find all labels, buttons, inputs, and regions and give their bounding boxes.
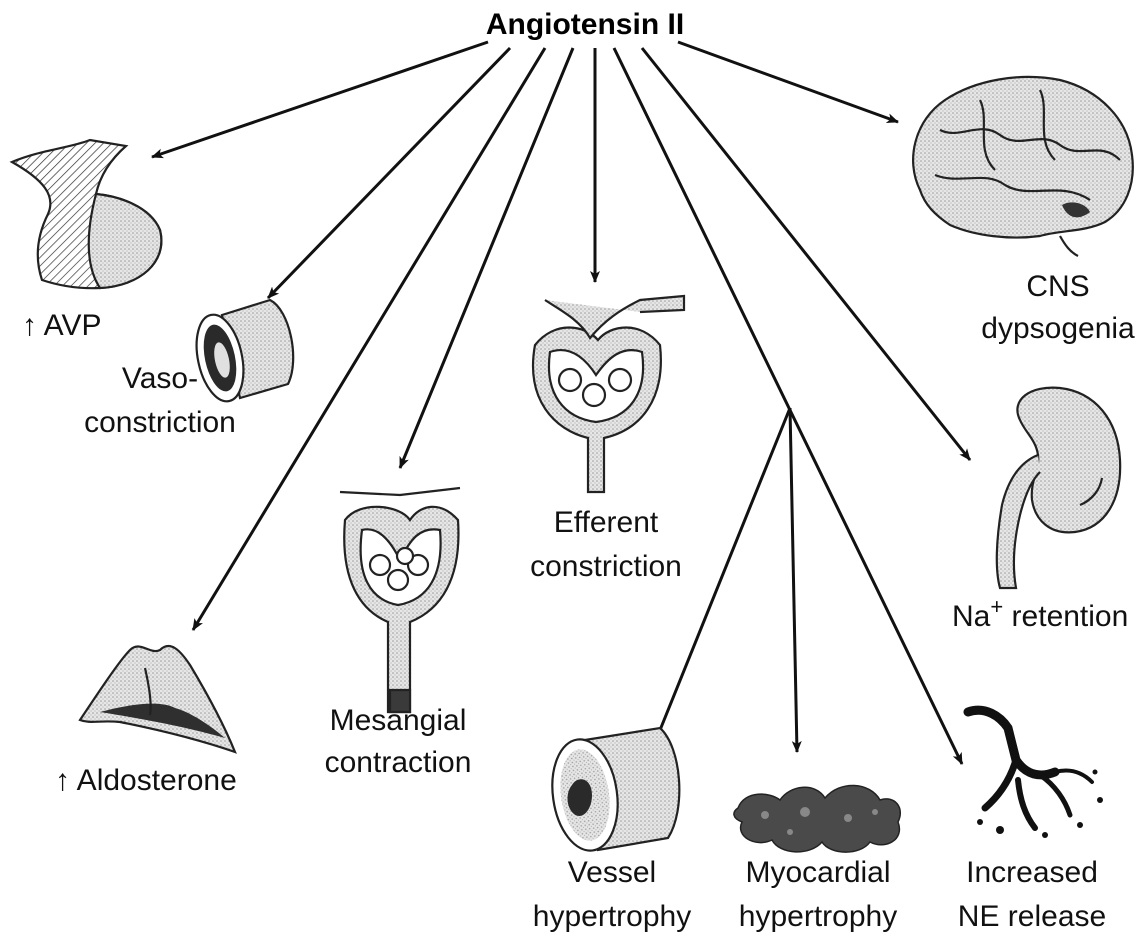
label-efferent-line2: constriction <box>530 550 682 583</box>
label-mesangial-line2: contraction <box>325 746 472 779</box>
arrow-to-na-retention <box>642 48 970 460</box>
label-ne-line2: NE release <box>958 900 1106 933</box>
arrow-to-myocardial-hypertrophy <box>790 408 797 752</box>
label-ne-line1: Increased <box>966 856 1098 889</box>
label-vaso-line1: Vaso- <box>122 362 198 395</box>
label-aldosterone: ↑ Aldosterone <box>55 764 237 797</box>
label-vaso-line2: constriction <box>84 406 236 439</box>
thick-vessel-icon <box>546 728 680 855</box>
label-cns-line1: CNS <box>1026 270 1089 303</box>
arrow-to-vasoconstriction <box>268 48 510 298</box>
arrow-to-cns <box>678 42 898 122</box>
arrow-to-ne-release <box>614 48 962 764</box>
blood-vessel-icon <box>189 300 293 406</box>
label-myocardial-line2: hypertrophy <box>739 900 897 933</box>
label-mesangial-line1: Mesangial <box>330 704 467 737</box>
label-vessel-line2: hypertrophy <box>533 900 691 933</box>
nerve-terminal-icon <box>968 710 1103 838</box>
label-cns-line2: dypsogenia <box>981 312 1135 345</box>
glomerulus-icon <box>340 488 460 712</box>
label-vessel-line1: Vessel <box>568 856 656 889</box>
adrenal-gland-icon <box>80 646 235 752</box>
myocardium-icon <box>734 785 900 852</box>
label-avp: ↑ AVP <box>22 309 101 342</box>
pituitary-icon <box>12 140 161 288</box>
label-myocardial-line1: Myocardial <box>745 856 890 889</box>
brain-icon <box>913 77 1133 256</box>
label-na-retention: Na+ retention <box>952 594 1128 633</box>
kidney-icon <box>997 388 1120 588</box>
arrow-to-avp <box>152 42 488 157</box>
diagram-title: Angiotensin II <box>486 8 684 41</box>
glomerulus-efferent-icon <box>533 296 684 492</box>
label-efferent-line1: Efferent <box>554 506 659 539</box>
